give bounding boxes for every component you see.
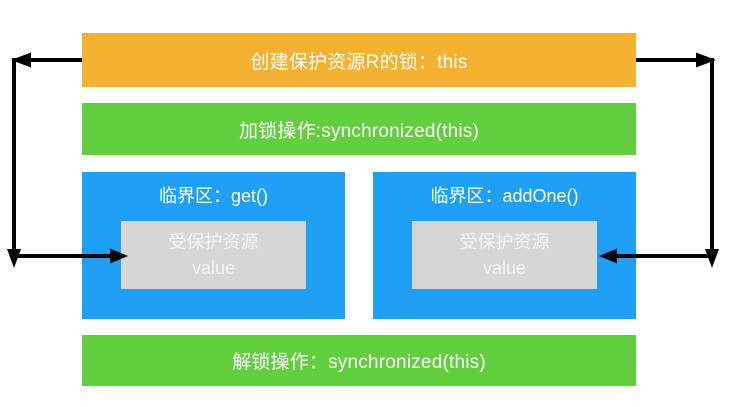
critical-section-get-title: 临界区：get() (158, 186, 268, 206)
protected-resource-label: 受保护资源 (459, 232, 550, 252)
protected-resource-box-left: 受保护资源 value (121, 221, 306, 289)
lock-acquire-label: 加锁操作:synchronized(this) (238, 120, 480, 142)
protected-resource-label: 受保护资源 (168, 232, 259, 252)
lock-acquire-bar: 加锁操作:synchronized(this) (82, 103, 636, 155)
protected-resource-value: value (191, 258, 236, 278)
protected-resource-box-right: 受保护资源 value (412, 221, 597, 289)
critical-section-addone-title: 临界区：addOne() (430, 186, 579, 206)
lock-release-label: 解锁操作：synchronized(this) (232, 352, 486, 373)
lock-creation-bar: 创建保护资源R的锁：this (82, 33, 636, 87)
critical-section-addone: 临界区：addOne() 受保护资源 value (373, 172, 636, 319)
lock-creation-label: 创建保护资源R的锁：this (250, 51, 468, 73)
protected-resource-value: value (482, 258, 527, 278)
lock-release-bar: 解锁操作：synchronized(this) (82, 335, 636, 386)
critical-section-get: 临界区：get() 受保护资源 value (82, 172, 345, 319)
